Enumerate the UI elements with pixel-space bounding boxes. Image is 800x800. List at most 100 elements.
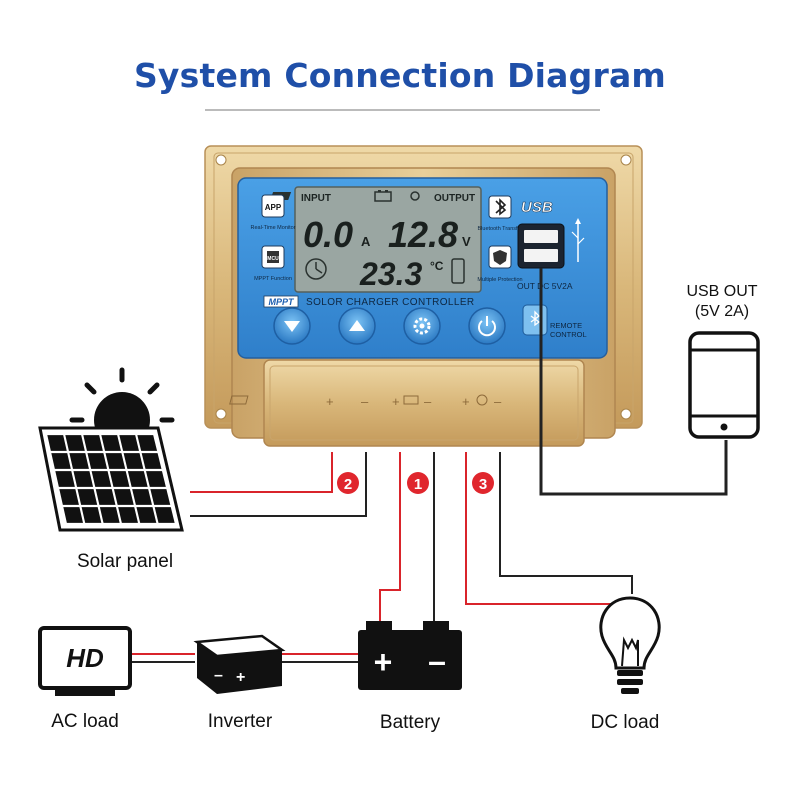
svg-text:+: +	[374, 644, 393, 680]
charge-controller: INPUT OUTPUT 0.0 A 12.8 V 23.3 °C	[204, 145, 643, 447]
lcd-current-value: 0.0	[303, 214, 353, 255]
marker-2-text: 2	[344, 476, 352, 493]
terminal-cover	[263, 359, 585, 447]
protection-badge: Multiple Protection	[477, 245, 523, 283]
up-button[interactable]	[338, 307, 376, 345]
solar-cell	[83, 435, 103, 451]
battery-label: Battery	[379, 712, 441, 733]
marker-3-text: 3	[479, 476, 487, 493]
arrow-down-icon	[284, 321, 300, 332]
solar-cell	[123, 453, 144, 469]
shield-icon	[493, 250, 507, 265]
lcd-voltage-value: 12.8	[388, 214, 458, 255]
usb-label: USB	[521, 199, 553, 216]
solar-cell	[146, 471, 166, 487]
solar-cell	[55, 471, 75, 487]
mcu-badge: MCU MPPT Function	[254, 245, 292, 282]
lcd-bulb-icon	[410, 191, 420, 201]
lcd-current-unit: A	[361, 234, 371, 249]
protection-label: Multiple Protection	[477, 277, 522, 283]
svg-text:–: –	[428, 643, 446, 679]
solar-cell	[47, 435, 67, 451]
app-monitor-badge: APP Real-Time Monitor	[250, 194, 296, 231]
lcd-display	[294, 186, 482, 293]
usb-rating: OUT DC 5V2A	[517, 281, 573, 291]
inverter-label: Inverter	[207, 711, 273, 732]
mppt-badge-text: MPPT	[268, 297, 295, 307]
battery-icon: + –	[358, 621, 462, 690]
svg-text:+: +	[462, 394, 470, 409]
lcd-temp-value: 23.3	[359, 256, 422, 292]
settings-button[interactable]	[403, 307, 441, 345]
solar-panel-icon	[38, 367, 184, 532]
solar-cell	[69, 453, 89, 469]
dc-negative-wire	[499, 452, 633, 594]
remote-label-2: CONTROL	[550, 330, 587, 339]
mcu-icon-text: MCU	[267, 256, 279, 262]
lcd-input-label: INPUT	[301, 193, 331, 204]
solar-cell	[51, 453, 71, 469]
bluetooth-badge: Bluetooth Transfer	[478, 195, 523, 232]
solar-cell	[132, 489, 152, 505]
controller-name: SOLOR CHARGER CONTROLLER	[306, 297, 475, 308]
power-button[interactable]	[468, 307, 506, 345]
solar-cell	[127, 471, 148, 487]
usb-out-label: USB OUT (5V 2A)	[672, 282, 772, 322]
marker-3: 3	[472, 472, 494, 494]
mcu-icon-label: MPPT Function	[254, 276, 292, 282]
usb-port-1[interactable]	[524, 230, 558, 243]
svg-text:+: +	[236, 669, 245, 686]
ac-load-label: AC load	[51, 711, 119, 732]
solar-cell	[81, 507, 102, 523]
usb-out-line2: (5V 2A)	[694, 303, 750, 320]
svg-text:+: +	[326, 394, 334, 409]
battery-positive-wire	[379, 452, 401, 624]
gear-icon	[413, 317, 431, 335]
solar-cell	[91, 471, 112, 487]
solar-cell	[141, 453, 162, 469]
solar-cell	[109, 471, 130, 487]
bluetooth-remote-icon	[530, 310, 541, 327]
bluetooth-icon	[495, 198, 507, 216]
solar-cell	[150, 489, 171, 505]
app-icon-text: APP	[265, 203, 282, 212]
bluetooth-label: Bluetooth Transfer	[478, 226, 523, 232]
arrow-up-icon	[349, 320, 365, 331]
marker-1-text: 1	[414, 476, 422, 493]
down-button[interactable]	[273, 307, 311, 345]
solar-cell	[59, 489, 79, 505]
solar-cell	[136, 507, 157, 523]
solar-negative-wire	[190, 452, 367, 517]
solar-cell	[73, 471, 94, 487]
dc-load-label: DC load	[590, 712, 660, 733]
dc-positive-wire	[465, 452, 611, 605]
light-bulb-icon	[599, 596, 661, 694]
usb-out-line1: USB OUT	[686, 283, 758, 300]
solar-cell	[65, 435, 85, 451]
app-icon-label: Real-Time Monitor	[250, 225, 295, 231]
usb-port-2[interactable]	[524, 249, 558, 262]
lcd-battery-icon	[374, 190, 392, 202]
svg-text:+: +	[392, 394, 400, 409]
usb-trident-icon	[571, 218, 585, 262]
solar-cell	[118, 507, 138, 523]
solar-cell	[137, 435, 158, 451]
lcd-output-label: OUTPUT	[434, 193, 475, 204]
solar-positive-wire	[190, 452, 333, 493]
solar-cell	[87, 453, 108, 469]
solar-cell	[154, 507, 175, 523]
wiring	[130, 268, 728, 663]
solar-cell	[101, 435, 121, 451]
svg-text:–: –	[361, 394, 369, 409]
diagram-title: System Connection Diagram	[133, 56, 667, 95]
hd-text: HD	[66, 643, 104, 673]
lcd-load-icon	[451, 258, 465, 284]
svg-text:–: –	[424, 394, 432, 409]
usb-cable	[539, 268, 728, 496]
solar-panel-label: Solar panel	[76, 551, 174, 572]
inverter-icon: – +	[193, 634, 286, 694]
smartphone-icon	[688, 331, 760, 439]
solar-cell	[63, 507, 83, 523]
mppt-badge	[263, 295, 299, 308]
